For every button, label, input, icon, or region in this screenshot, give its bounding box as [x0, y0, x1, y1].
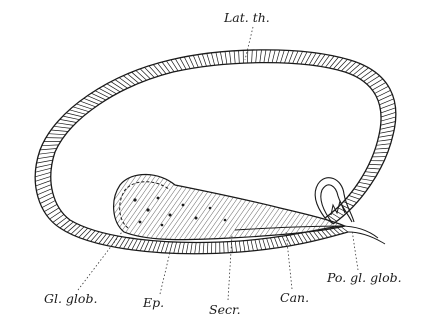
label-po-gl-glob: Po. gl. glob. — [326, 270, 402, 285]
label-lat-th: Lat. th. — [223, 10, 270, 25]
leader-can — [286, 232, 292, 289]
label-can: Can. — [280, 290, 309, 305]
label-ep: Ep. — [142, 295, 164, 310]
duct-opening — [315, 178, 385, 244]
label-secr: Secr. — [209, 302, 241, 317]
leader-po-gl-glob — [352, 230, 358, 270]
globular-gland — [114, 174, 345, 239]
leader-ep — [160, 252, 170, 294]
leader-gl-glob — [78, 232, 122, 290]
label-gl-glob: Gl. glob. — [44, 291, 97, 306]
